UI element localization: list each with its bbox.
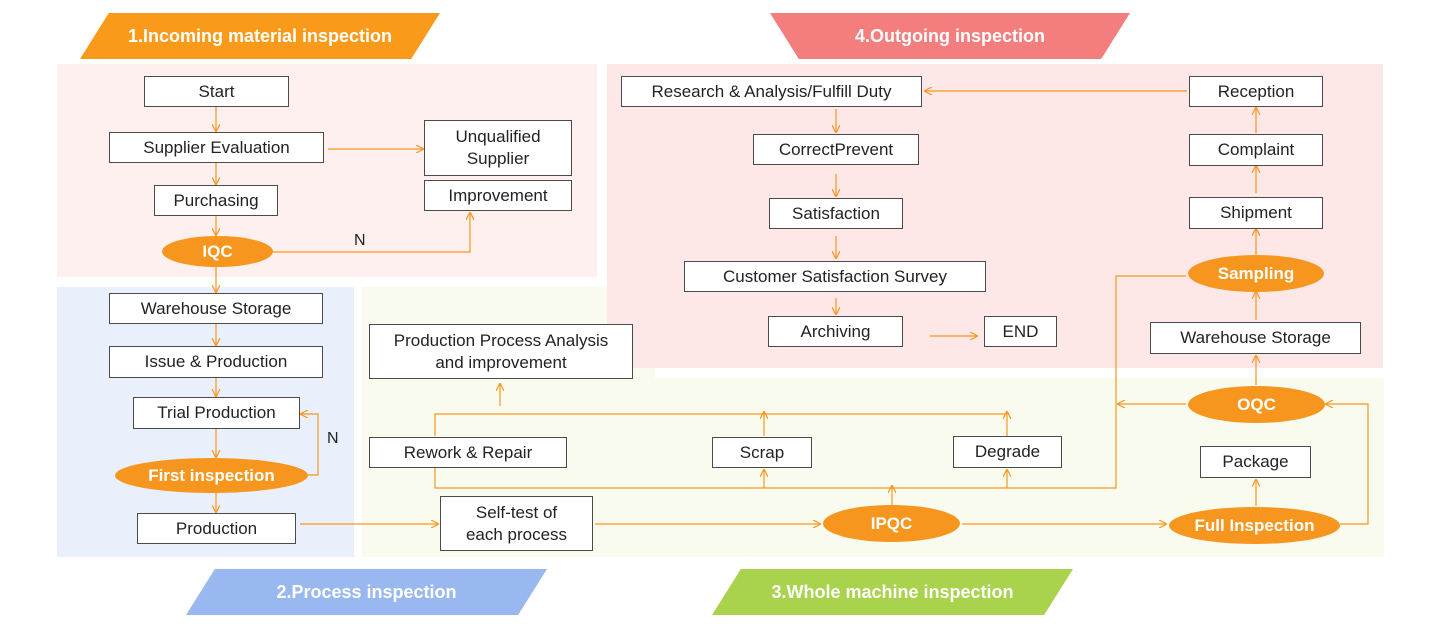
sampling-node: Sampling	[1188, 255, 1324, 292]
production-node: Production	[137, 513, 296, 544]
improvement-node: Improvement	[424, 180, 572, 211]
first-inspection-node: First inspection	[115, 458, 308, 493]
complaint-node: Complaint	[1189, 134, 1323, 166]
production-process-analysis-node: Production Process Analysis and improvem…	[369, 324, 633, 379]
process-inspection-banner: 2.Process inspection	[186, 569, 547, 615]
warehouse-storage-node: Warehouse Storage	[109, 293, 323, 324]
iqc-no-label: N	[354, 232, 366, 249]
ipqc-node: IPQC	[823, 505, 960, 542]
full-inspection-node: Full Inspection	[1169, 507, 1340, 544]
first-inspection-no-label: N	[327, 430, 339, 447]
package-node: Package	[1200, 446, 1311, 478]
self-test-node: Self-test of each process	[440, 496, 593, 551]
warehouse-storage-outgoing-node: Warehouse Storage	[1150, 322, 1361, 354]
reception-node: Reception	[1189, 76, 1323, 107]
shipment-node: Shipment	[1189, 197, 1323, 229]
unqualified-supplier-node: Unqualified Supplier	[424, 120, 572, 176]
archiving-node: Archiving	[768, 316, 903, 347]
trial-production-node: Trial Production	[133, 397, 300, 429]
research-analysis-node: Research & Analysis/Fulfill Duty	[621, 76, 922, 107]
outgoing-inspection-banner: 4.Outgoing inspection	[770, 13, 1130, 59]
supplier-evaluation-node: Supplier Evaluation	[109, 132, 324, 163]
end-node: END	[984, 316, 1057, 347]
whole-machine-inspection-banner: 3.Whole machine inspection	[712, 569, 1073, 615]
oqc-node: OQC	[1188, 386, 1325, 423]
iqc-node: IQC	[162, 236, 273, 267]
rework-repair-node: Rework & Repair	[369, 437, 567, 468]
customer-satisfaction-survey-node: Customer Satisfaction Survey	[684, 261, 986, 292]
satisfaction-node: Satisfaction	[769, 198, 903, 229]
correct-prevent-node: CorrectPrevent	[753, 134, 919, 165]
issue-production-node: Issue & Production	[109, 346, 323, 378]
degrade-node: Degrade	[953, 436, 1062, 468]
purchasing-node: Purchasing	[154, 185, 278, 216]
start-node: Start	[144, 76, 289, 107]
scrap-node: Scrap	[712, 437, 812, 468]
incoming-inspection-banner: 1.Incoming material inspection	[80, 13, 440, 59]
